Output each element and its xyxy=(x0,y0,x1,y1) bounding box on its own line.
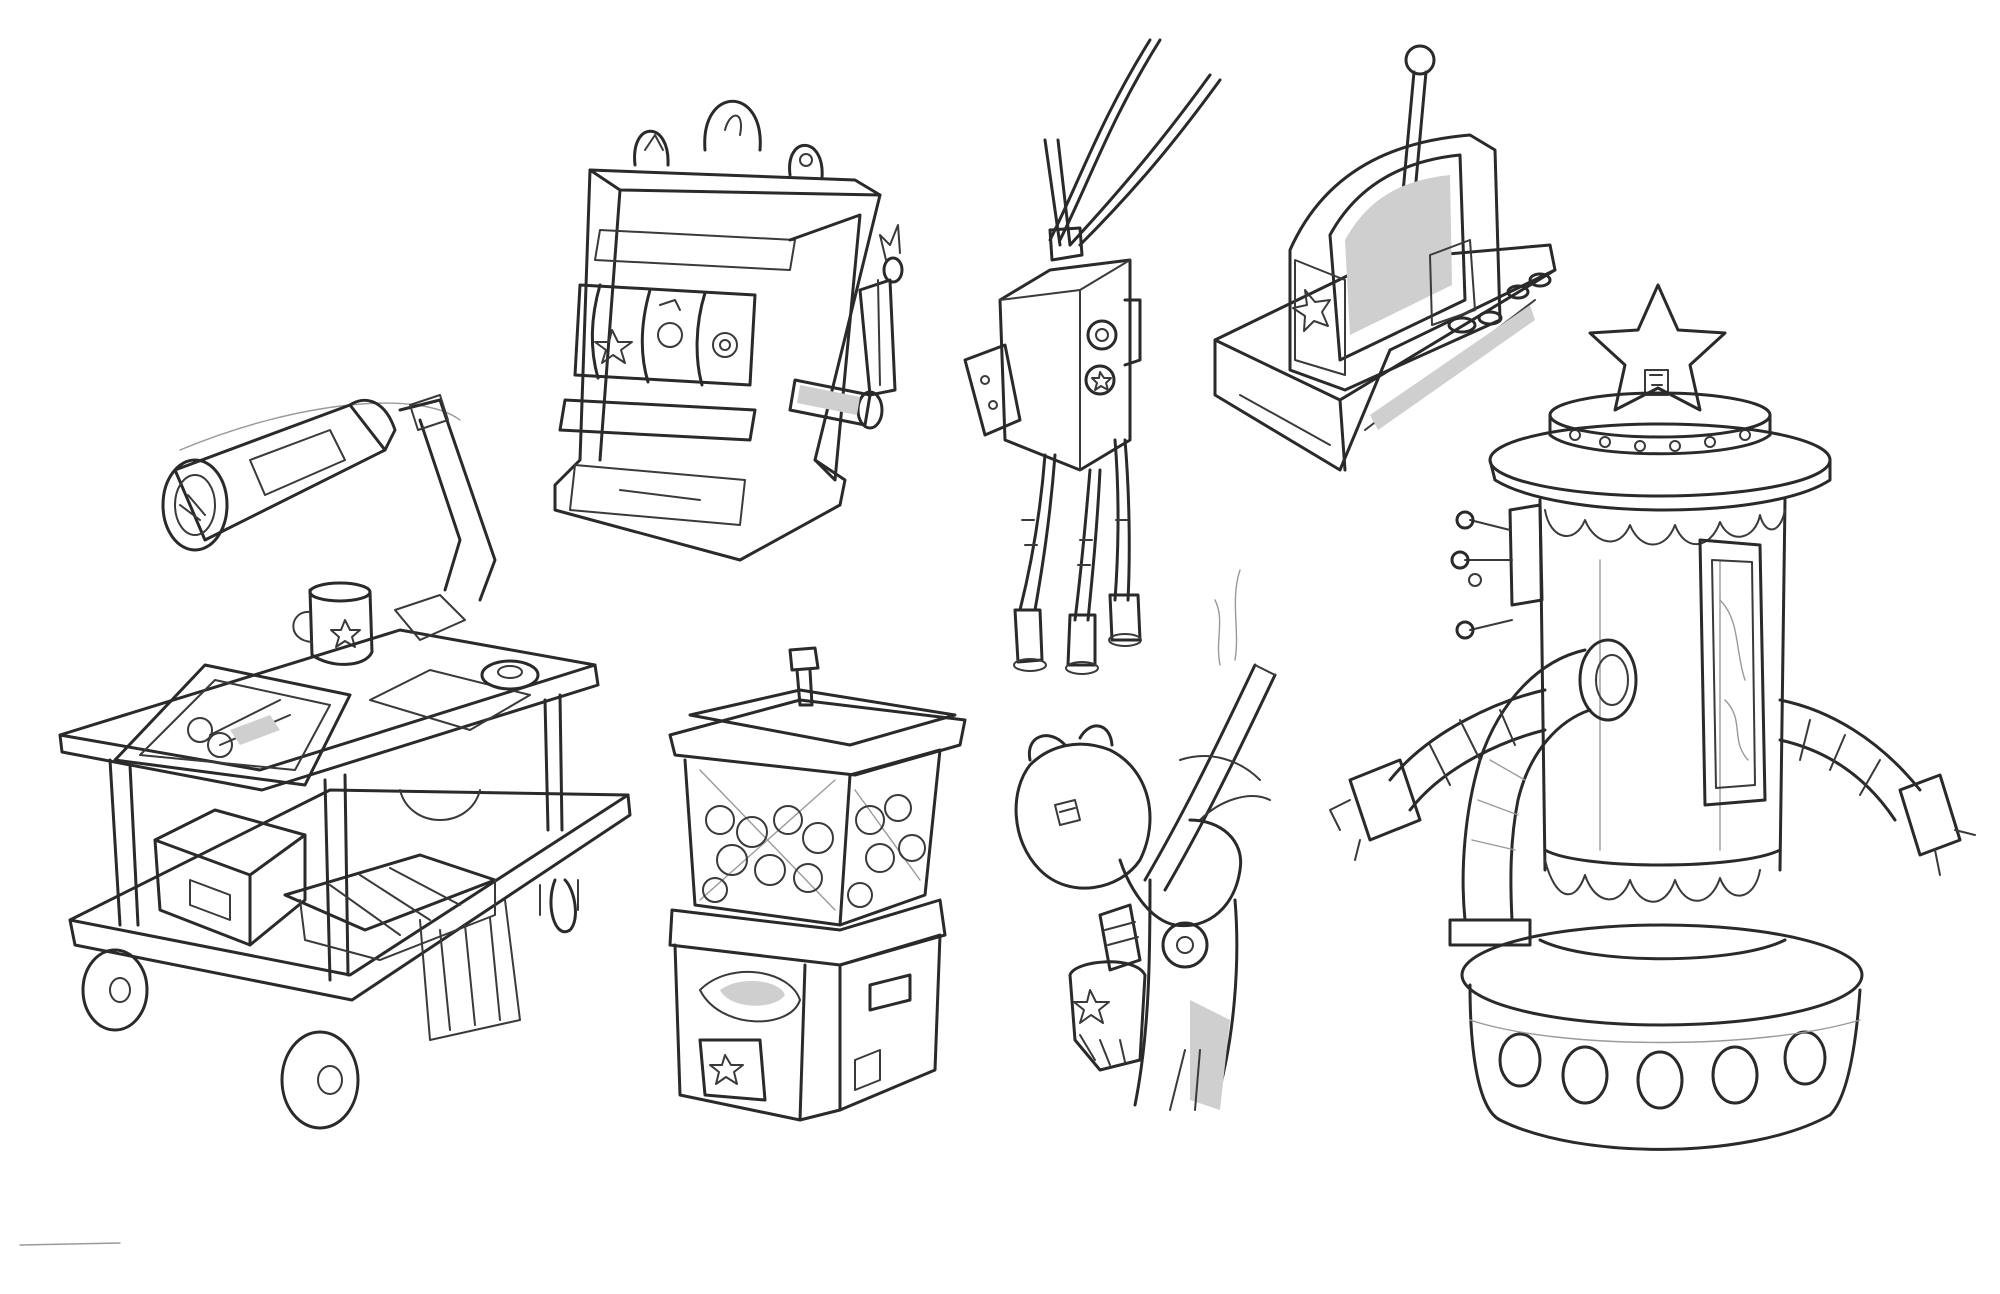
slot-machine-sketch xyxy=(553,99,904,562)
workbench-cart-sketch xyxy=(58,394,632,1130)
storage-box-icon xyxy=(153,808,307,947)
tool-tray-icon xyxy=(113,663,352,787)
walking-robot-sketch xyxy=(963,38,1222,675)
teddy-bear-sketch xyxy=(1014,569,1277,1111)
star-boiler-robot-sketch xyxy=(1329,283,1976,1151)
dome-light-icon xyxy=(633,99,824,180)
bear-head-icon xyxy=(1014,724,1152,890)
lever-console-sketch xyxy=(1213,44,1557,472)
pencil-mark xyxy=(19,1242,121,1246)
lever-handle-icon xyxy=(788,224,904,430)
gumballs-icon xyxy=(702,794,926,908)
wheel-icon xyxy=(81,878,579,1130)
bolt-icon xyxy=(788,646,820,707)
antenna-icon xyxy=(1043,38,1222,247)
star-icon xyxy=(1588,283,1727,412)
gumball-machine-sketch xyxy=(668,646,967,1122)
reels-icon xyxy=(573,283,757,387)
portholes-icon xyxy=(1498,1030,1827,1110)
glass-window-icon xyxy=(1698,538,1767,807)
lamp-icon xyxy=(161,394,497,602)
valve-icon xyxy=(1450,503,1544,640)
blanket-icon xyxy=(283,853,521,1041)
